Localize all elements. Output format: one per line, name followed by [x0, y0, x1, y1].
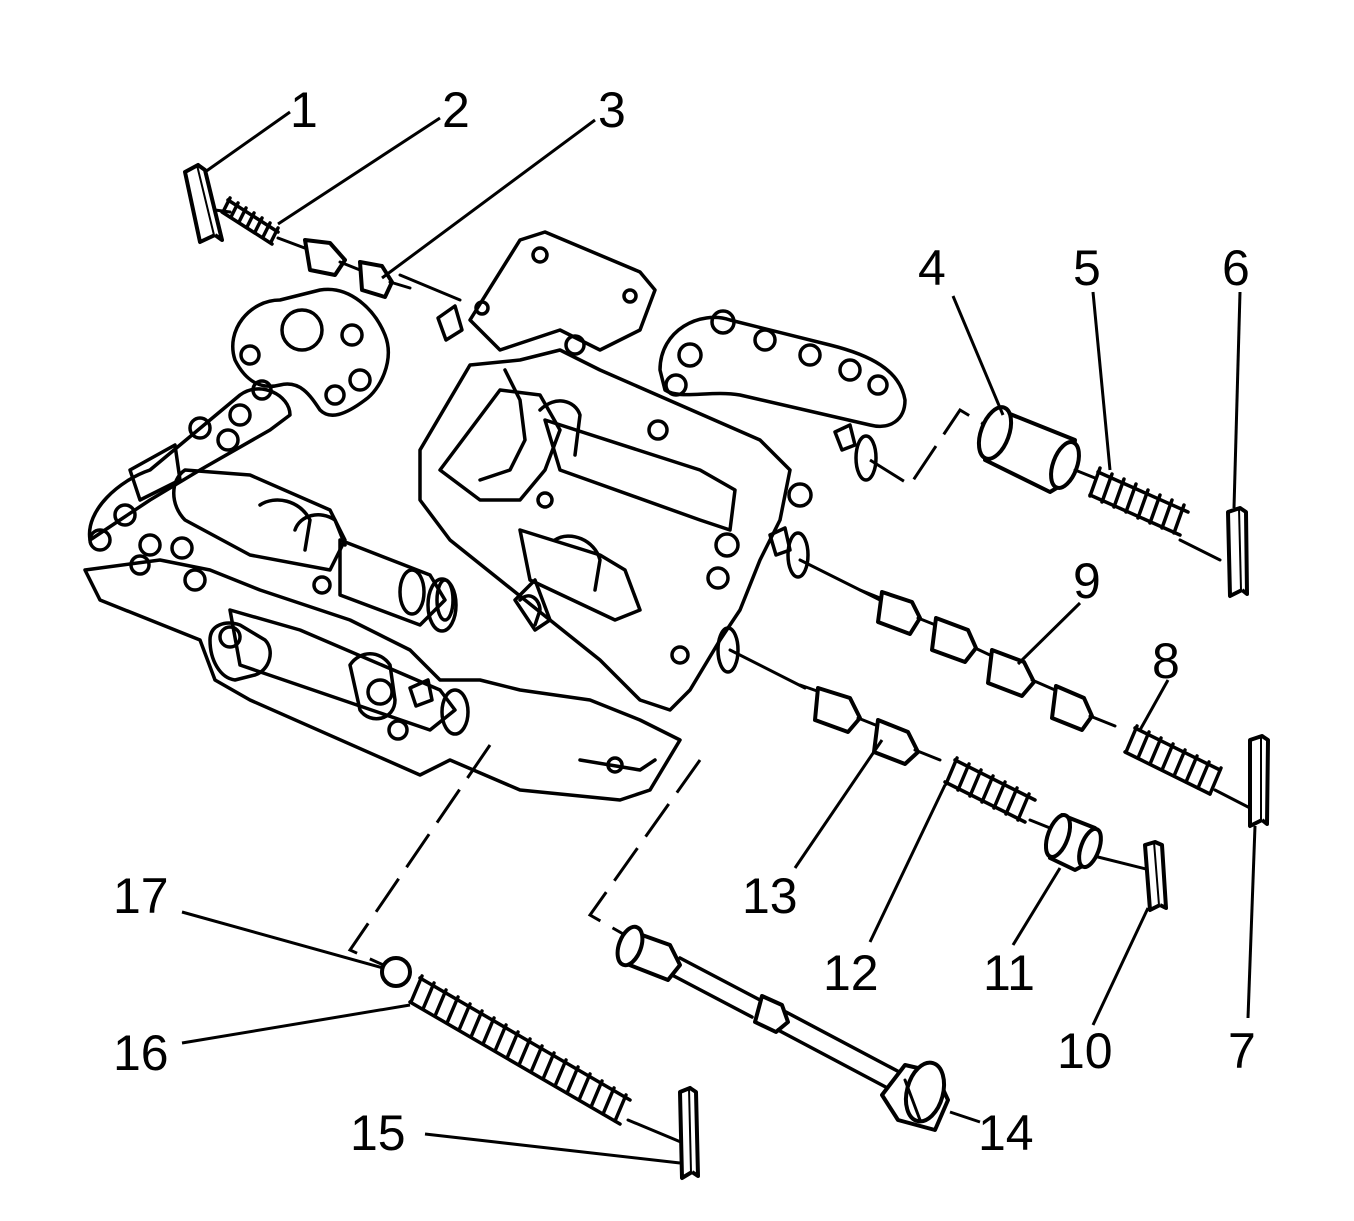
retainer-clip-15 — [678, 1086, 700, 1180]
spring-8 — [1123, 724, 1223, 796]
check-ball-17 — [380, 956, 412, 988]
sleeve-4 — [976, 405, 1097, 494]
callout-14: 14 — [978, 1105, 1034, 1161]
callout-2: 2 — [442, 82, 470, 138]
callout-13: 13 — [742, 868, 798, 924]
callout-17: 17 — [113, 868, 169, 924]
retainer-clip-10 — [1143, 840, 1168, 912]
valve-13 — [798, 683, 942, 766]
plug-11 — [1043, 813, 1103, 872]
retainer-clip-6 — [1226, 506, 1249, 598]
callout-1: 1 — [290, 82, 318, 138]
callout-11: 11 — [983, 945, 1035, 1001]
callout-16: 16 — [113, 1025, 169, 1081]
spring-12 — [943, 756, 1037, 824]
valve-body-casting — [83, 230, 907, 802]
leader-lines — [181, 110, 1257, 1165]
spring-2 — [220, 196, 280, 246]
callout-8: 8 — [1152, 633, 1180, 689]
callout-7: 7 — [1228, 1023, 1256, 1079]
callout-10: 10 — [1057, 1023, 1113, 1079]
callout-12: 12 — [823, 945, 879, 1001]
callout-6: 6 — [1222, 240, 1250, 296]
assembly-axes — [347, 273, 1252, 1147]
callout-15: 15 — [350, 1105, 406, 1161]
spring-valve-2 — [220, 196, 412, 299]
spring-5 — [1088, 466, 1190, 537]
callout-9: 9 — [1073, 553, 1101, 609]
retainer-clip-7 — [1248, 734, 1270, 828]
valve-14 — [615, 924, 950, 1132]
callout-4: 4 — [918, 240, 946, 296]
retainer-clip-1 — [183, 163, 232, 244]
callout-5: 5 — [1073, 240, 1101, 296]
callout-labels: 1 2 3 4 5 6 7 8 9 10 11 12 13 14 15 16 1… — [113, 82, 1256, 1161]
valve-9 — [858, 588, 1117, 732]
spring-16 — [408, 974, 632, 1126]
callout-3: 3 — [598, 82, 626, 138]
